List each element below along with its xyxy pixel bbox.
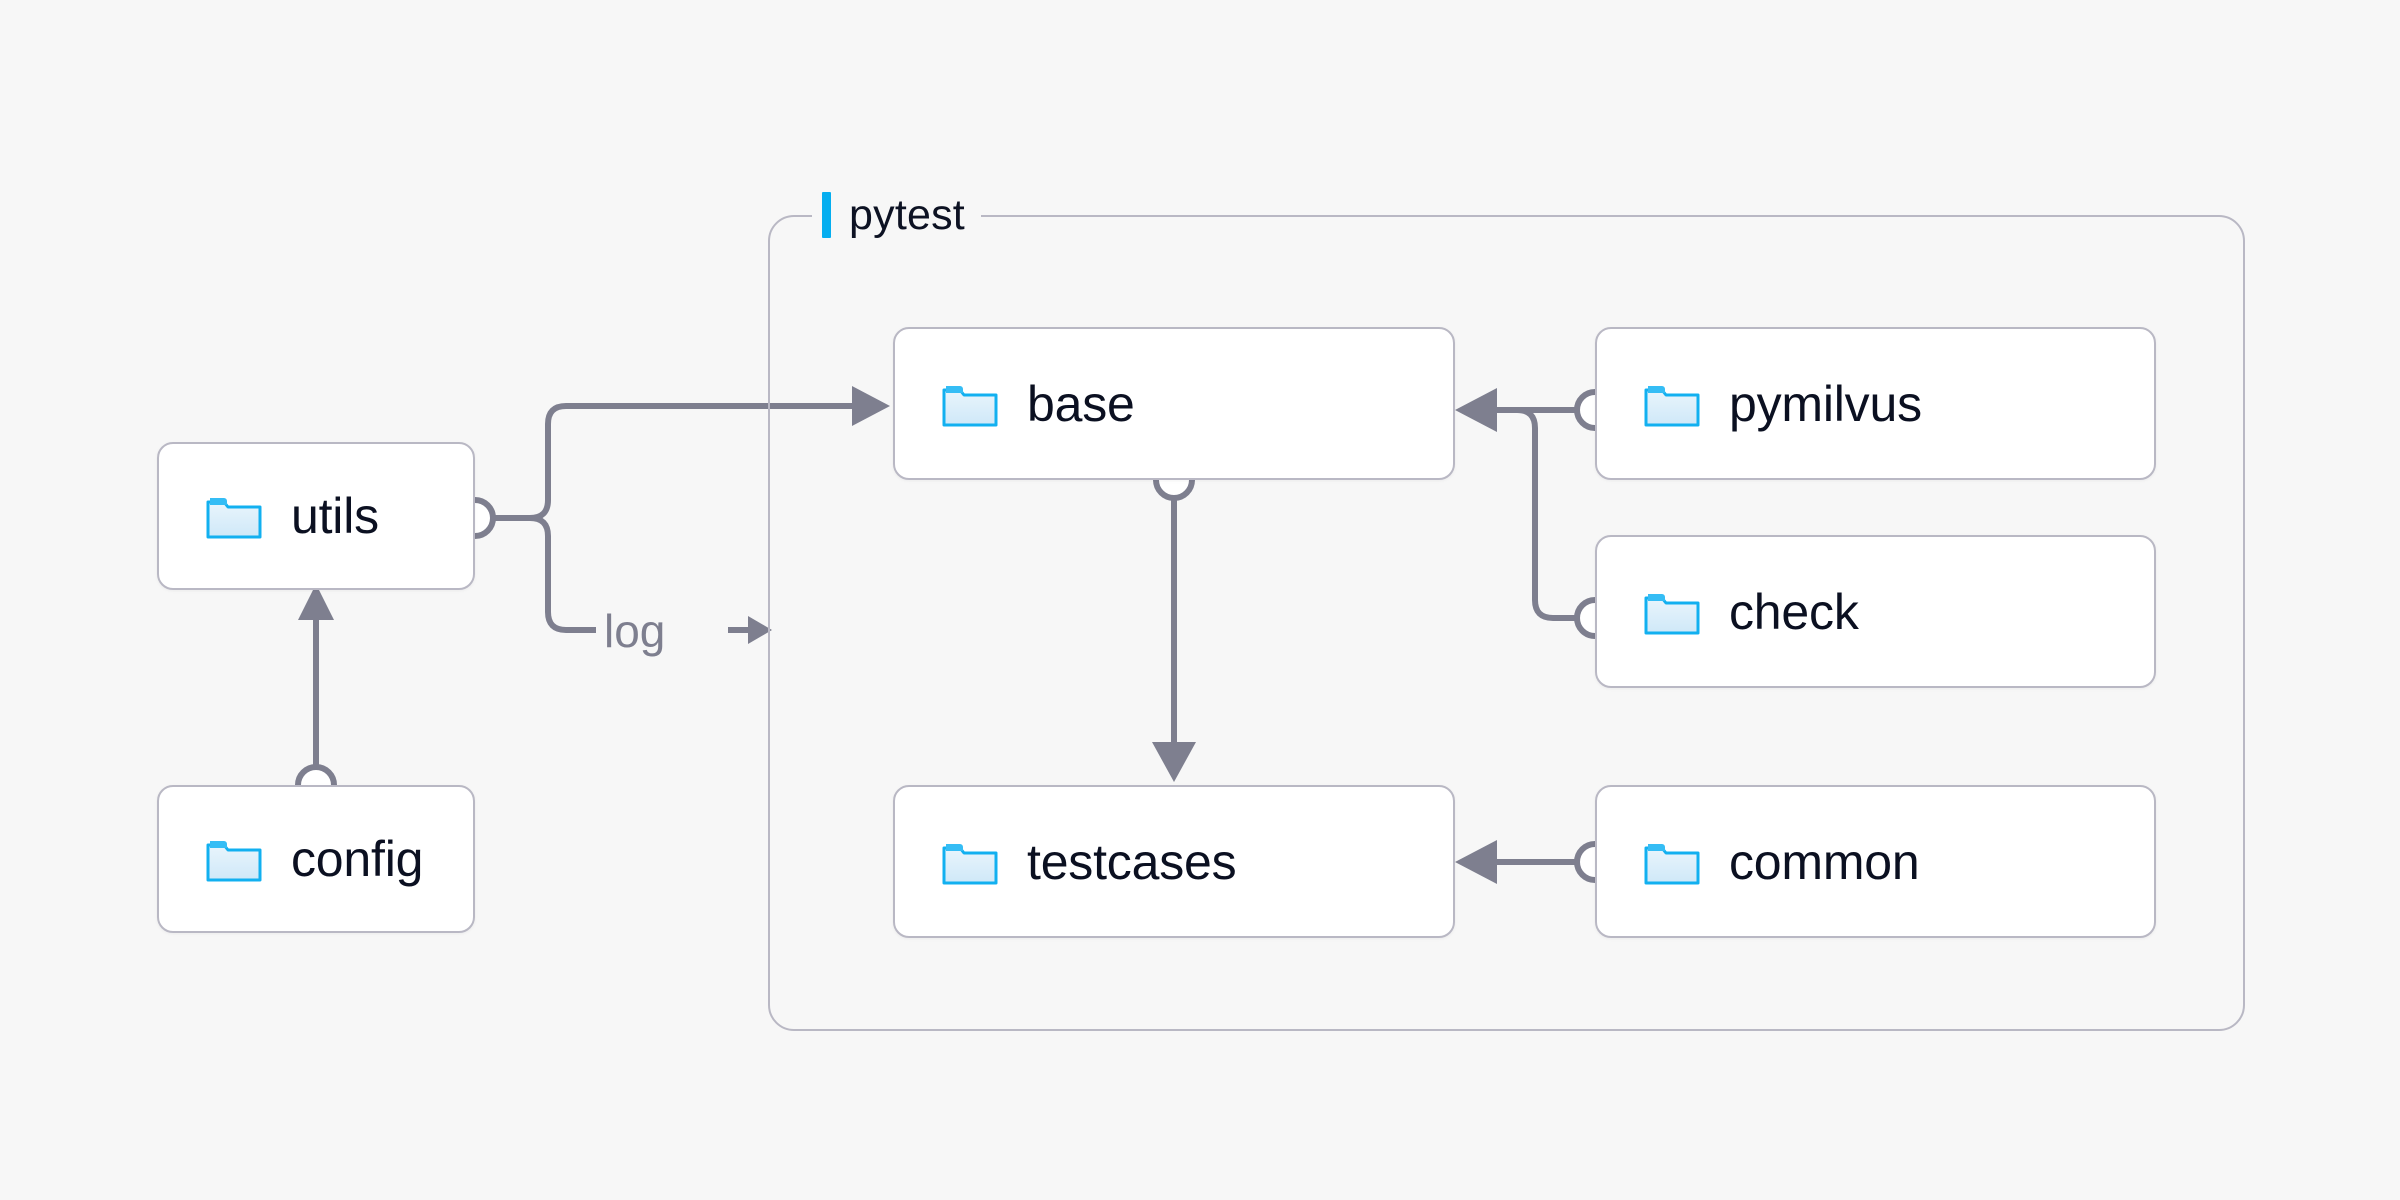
node-utils[interactable]: utils bbox=[157, 442, 475, 590]
node-label: config bbox=[291, 831, 424, 887]
node-label: check bbox=[1729, 583, 1859, 640]
group-label-pytest: pytest bbox=[812, 188, 981, 242]
folder-icon bbox=[942, 385, 998, 426]
node-label: common bbox=[1729, 833, 1920, 890]
node-label: utils bbox=[291, 488, 379, 544]
edge-label-log-text: log bbox=[604, 605, 666, 657]
folder-icon bbox=[942, 843, 998, 884]
node-label: base bbox=[1027, 375, 1135, 432]
node-label: pymilvus bbox=[1729, 375, 1922, 432]
node-pymilvus[interactable]: pymilvus bbox=[1595, 327, 2156, 480]
edge-log-arrow bbox=[728, 616, 772, 644]
folder-icon bbox=[1644, 843, 1700, 884]
folder-icon bbox=[1644, 593, 1700, 634]
node-common[interactable]: common bbox=[1595, 785, 2156, 938]
edge-config-to-utils bbox=[295, 584, 337, 806]
group-container-pytest bbox=[768, 215, 2245, 1031]
group-accent-bar bbox=[822, 192, 831, 238]
edge-utils-to-log bbox=[475, 515, 596, 633]
group-title: pytest bbox=[849, 190, 965, 239]
folder-icon bbox=[206, 498, 262, 539]
node-check[interactable]: check bbox=[1595, 535, 2156, 688]
node-base[interactable]: base bbox=[893, 327, 1455, 480]
folder-icon bbox=[206, 841, 262, 882]
edge-label-log: log bbox=[604, 604, 665, 658]
folder-icon bbox=[1644, 385, 1700, 426]
node-testcases[interactable]: testcases bbox=[893, 785, 1455, 938]
node-config[interactable]: config bbox=[157, 785, 475, 933]
node-label: testcases bbox=[1027, 833, 1237, 890]
